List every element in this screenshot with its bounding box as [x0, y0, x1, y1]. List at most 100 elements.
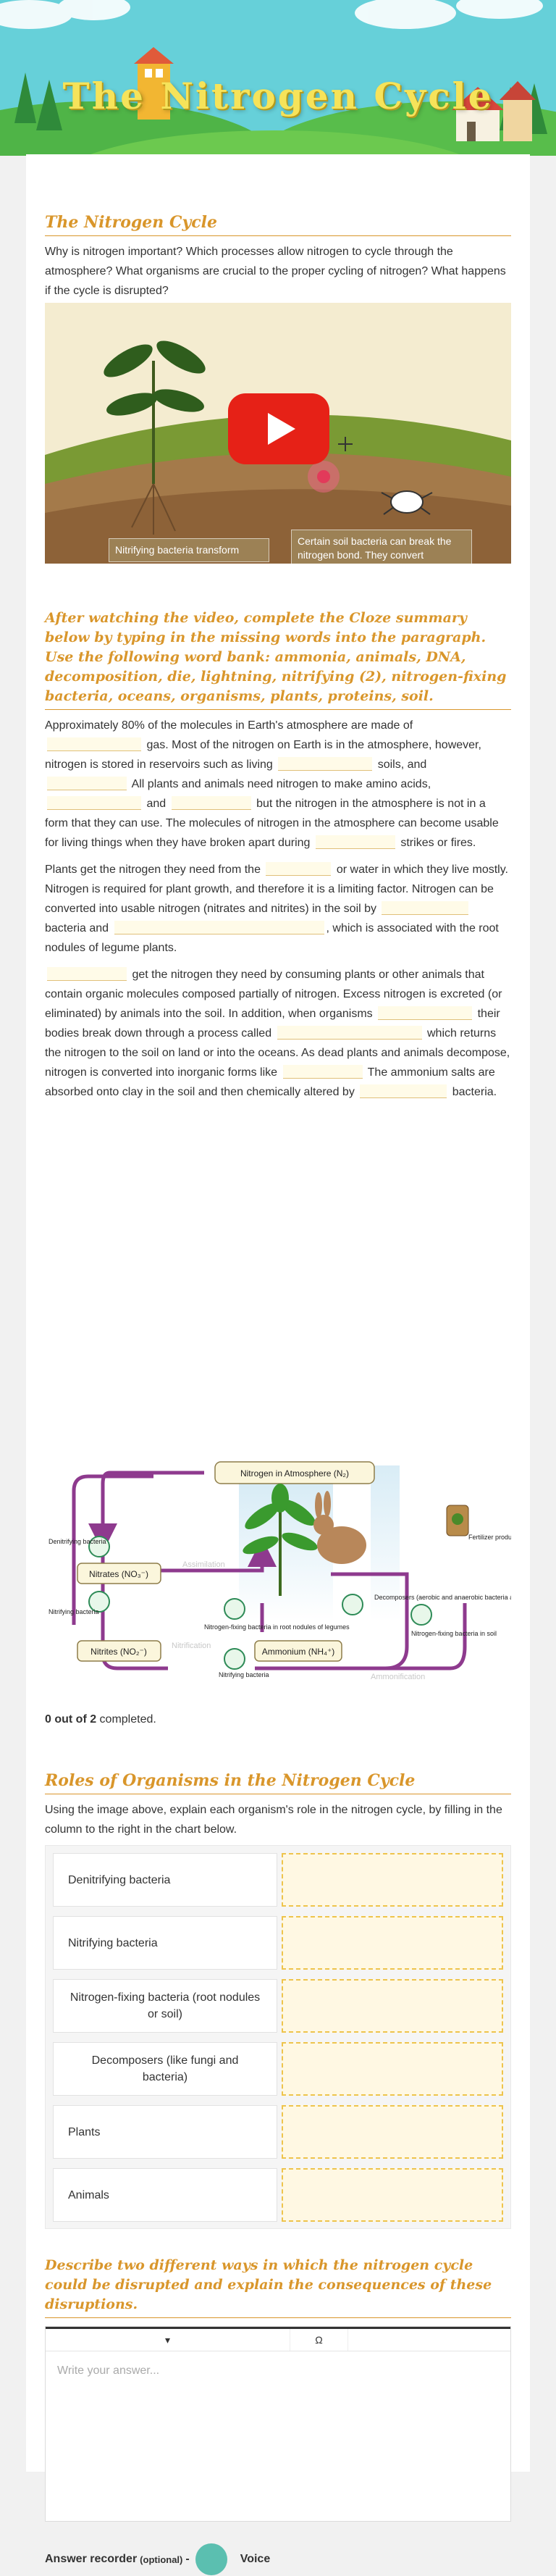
progress-count: 0 out of 2: [45, 1713, 97, 1726]
cloze-text-span: strikes or fires.: [400, 837, 476, 849]
diagram-fertilizer-label: Fertilizer production: [468, 1534, 511, 1541]
role-label: Denitrifying bacteria: [53, 1853, 277, 1907]
cloze-text-span: The ammonium salts are absorbed onto cla…: [45, 1066, 495, 1098]
table-row: Decomposers (like fungi and bacteria): [53, 2042, 503, 2096]
cloze-blank-13[interactable]: [282, 1065, 363, 1079]
diagram-ammonium-label: Ammonium (NH₄⁺): [262, 1647, 335, 1657]
recorder-dash: -: [185, 2553, 190, 2565]
cloze-blank-8[interactable]: [382, 901, 469, 915]
cloze-text-span: get the nitrogen they need by consuming …: [45, 969, 502, 1020]
video-player[interactable]: Nitrifying bacteria transform Certain so…: [45, 303, 511, 564]
banner: The Nitrogen Cycle: [0, 0, 556, 156]
cloze-title: After watching the video, complete the C…: [45, 609, 511, 710]
cloze-blank-4[interactable]: [47, 796, 141, 810]
roles-title: Roles of Organisms in the Nitrogen Cycle: [45, 1770, 511, 1794]
cloze-text-span: bacteria and: [45, 922, 109, 934]
video-thumbnail: [45, 303, 511, 564]
diagram-nitrates-label: Nitrates (NO₃⁻): [89, 1569, 148, 1579]
cloze-text-span: or water in which they live mostly. Nitr…: [45, 863, 508, 915]
cloze-paragraph-2: Plants get the nitrogen they need from t…: [45, 860, 511, 958]
cloze-text-span: their bodies break down through a proces…: [45, 1008, 500, 1040]
cloze-blank-12[interactable]: [277, 1026, 422, 1040]
diagram-nitrifying-bottom-label: Nitrifying bacteria: [219, 1671, 269, 1678]
answer-textarea[interactable]: [46, 2351, 510, 2521]
cloze-blank-5[interactable]: [171, 796, 251, 810]
special-character-button[interactable]: Ω: [290, 2329, 348, 2351]
roles-table: Denitrifying bacteria Nitrifying bacteri…: [45, 1845, 511, 2229]
cloze-blank-11[interactable]: [378, 1006, 473, 1020]
role-label: Plants: [53, 2105, 277, 2159]
intro-section: The Nitrogen Cycle Why is nitrogen impor…: [45, 212, 511, 301]
table-row: Animals: [53, 2168, 503, 2222]
worksheet-page: The Nitrogen Cycle Why is nitrogen impor…: [26, 154, 539, 2575]
role-answer-input[interactable]: [282, 2168, 503, 2222]
cloze-text-span: Plants get the nitrogen they need from t…: [45, 863, 261, 876]
table-row: Nitrogen-fixing bacteria (root nodules o…: [53, 1979, 503, 2033]
role-label: Nitrifying bacteria: [53, 1916, 277, 1970]
role-answer-input[interactable]: [282, 1916, 503, 1970]
cloze-blank-7[interactable]: [266, 862, 332, 876]
cloze-text-span: and: [146, 798, 167, 810]
omega-icon: Ω: [315, 2334, 323, 2346]
diagram-nitrification-label: Nitrification: [172, 1642, 211, 1650]
diagram-nitrifying-label: Nitrifying bacteria: [49, 1608, 99, 1615]
cloze-blank-1[interactable]: [47, 737, 141, 751]
diagram-decomposers-label: Decomposers (aerobic and anaerobic bacte…: [374, 1594, 511, 1601]
answer-recorder: Answer recorder (optional) - Voice: [45, 2543, 270, 2576]
answer-editor: ▾ Ω: [45, 2326, 511, 2522]
banner-title: The Nitrogen Cycle: [62, 75, 494, 117]
cloze-text-span: gas. Most of the nitrogen on Earth is in…: [45, 739, 481, 771]
editor-toolbar: ▾ Ω: [46, 2327, 510, 2351]
roles-section: Roles of Organisms in the Nitrogen Cycle…: [45, 1770, 511, 1839]
diagram-denitrifying-label: Denitrifying bacteria: [49, 1538, 106, 1545]
role-label: Decomposers (like fungi and bacteria): [53, 2042, 277, 2096]
diagram-assimilation-label: Assimilation: [182, 1560, 225, 1569]
cloze-text-span: Approximately 80% of the molecules in Ea…: [45, 719, 413, 732]
progress-suffix: completed.: [96, 1713, 156, 1726]
progress-status: 0 out of 2 completed.: [45, 1713, 156, 1726]
intro-text: Why is nitrogen important? Which process…: [45, 246, 506, 297]
diagram-fixing-legumes-label: Nitrogen-fixing bacteria in root nodules…: [204, 1623, 350, 1631]
video-caption-left: Nitrifying bacteria transform: [109, 538, 269, 562]
role-answer-input[interactable]: [282, 1853, 503, 1907]
cloze-blank-10[interactable]: [47, 967, 127, 981]
roles-text: Using the image above, explain each orga…: [45, 1804, 502, 1836]
diagram-ammonification-label: Ammonification: [371, 1673, 425, 1681]
diagram-atmosphere-label: Nitrogen in Atmosphere (N₂): [240, 1468, 349, 1479]
intro-title: The Nitrogen Cycle: [45, 212, 511, 236]
diagram-svg: Nitrogen in Atmosphere (N₂) Nitrates (NO…: [49, 1461, 539, 1681]
cloze-blank-2[interactable]: [278, 757, 373, 771]
table-row: Denitrifying bacteria: [53, 1853, 503, 1907]
cloze-paragraph-3: get the nitrogen they need by consuming …: [45, 965, 511, 1102]
cloze-text-span: which returns the nitrogen to the soil o…: [45, 1027, 510, 1079]
role-answer-input[interactable]: [282, 1979, 503, 2033]
cloze-text: Approximately 80% of the molecules in Ea…: [45, 716, 511, 1102]
chevron-down-icon: ▾: [164, 2333, 171, 2346]
cloze-text-span: , which is associated with the root nodu…: [45, 922, 499, 954]
play-icon: [268, 413, 295, 445]
cloze-text-span: but the nitrogen in the atmosphere is no…: [45, 798, 499, 849]
role-label: Nitrogen-fixing bacteria (root nodules o…: [53, 1979, 277, 2033]
video-caption-right: Certain soil bacteria can break the nitr…: [291, 530, 472, 564]
diagram-fixing-soil-label: Nitrogen-fixing bacteria in soil: [411, 1630, 497, 1637]
role-answer-input[interactable]: [282, 2042, 503, 2096]
cloze-blank-9[interactable]: [114, 921, 324, 934]
essay-section: Describe two different ways in which the…: [45, 2256, 511, 2318]
role-answer-input[interactable]: [282, 2105, 503, 2159]
voice-record-button[interactable]: [195, 2543, 227, 2575]
format-dropdown[interactable]: ▾: [46, 2329, 290, 2351]
cloze-blank-6[interactable]: [315, 835, 395, 849]
table-row: Nitrifying bacteria: [53, 1916, 503, 1970]
play-button[interactable]: [228, 393, 329, 464]
cloze-text-span: All plants and animals need nitrogen to …: [131, 778, 431, 790]
cloze-blank-3[interactable]: [47, 777, 127, 790]
cloze-paragraph-1: Approximately 80% of the molecules in Ea…: [45, 716, 511, 853]
recorder-optional: (optional): [140, 2554, 183, 2565]
essay-title: Describe two different ways in which the…: [45, 2256, 511, 2318]
recorder-label: Answer recorder: [45, 2553, 138, 2565]
diagram-nitrites-label: Nitrites (NO₂⁻): [90, 1647, 147, 1657]
cloze-blank-14[interactable]: [360, 1084, 447, 1098]
table-row: Plants: [53, 2105, 503, 2159]
cloze-text-span: bacteria.: [452, 1086, 497, 1098]
banner-scene: [0, 0, 556, 156]
